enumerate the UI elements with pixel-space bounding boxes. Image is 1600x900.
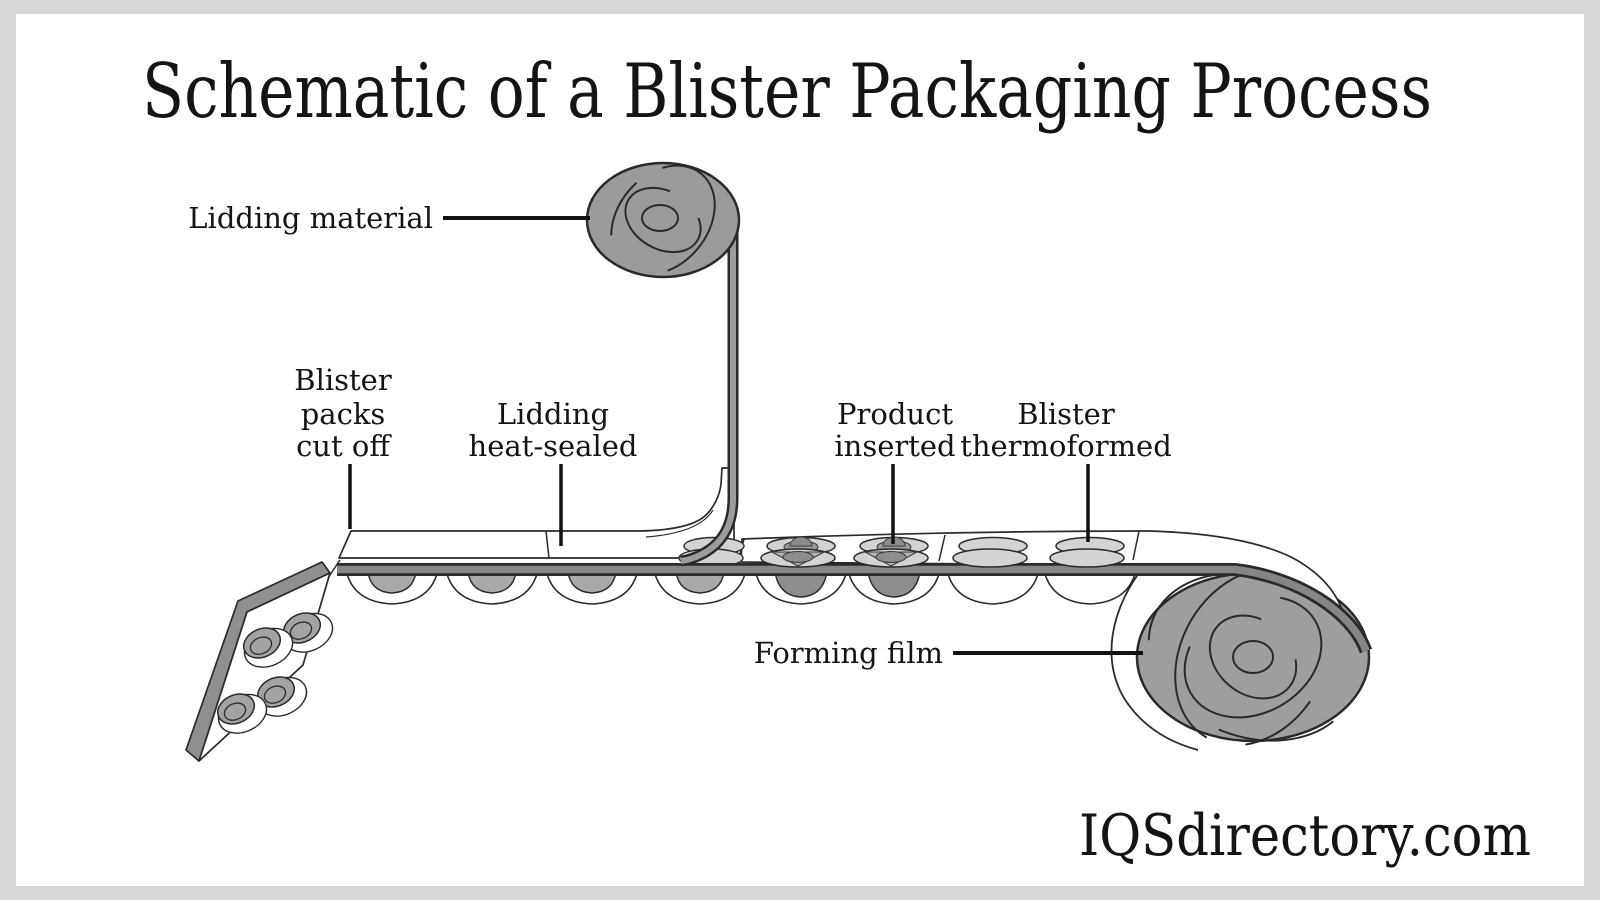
lidding-material-assembly: [585, 161, 741, 567]
blister-bump-dome: [567, 571, 617, 594]
blister-bump-outline: [754, 569, 848, 605]
label-line: Lidding: [497, 397, 609, 431]
label-line: packs: [301, 397, 386, 431]
blister-dome: [216, 693, 256, 725]
blister-bump-outline: [653, 569, 747, 605]
card-blister-2: [242, 627, 294, 668]
labels: Lidding material Forming film Blister pa…: [188, 201, 1172, 670]
product-bump-dome: [774, 571, 828, 598]
watermark-text: IQSdirectory.com: [1079, 803, 1531, 869]
blister-bump-dome: [467, 571, 517, 594]
label-line: heat-sealed: [469, 429, 638, 463]
card-blister-1: [282, 612, 334, 653]
roll-winding-ring: [1183, 595, 1323, 719]
label-lidding-heat-sealed: Lidding heat-sealed: [469, 397, 638, 463]
loose-film-edge: [1110, 559, 1199, 751]
lidding-roll-winding-ring: [624, 186, 702, 254]
blister-inner-ring: [249, 636, 273, 655]
roll-core: [1232, 640, 1274, 674]
diagram-canvas: [16, 14, 1584, 886]
product-pill: [782, 551, 814, 563]
sealed-surface-divider: [545, 530, 550, 559]
label-blister-packs-cut-off: Blister packs cut off: [294, 363, 392, 463]
label-line: thermoformed: [960, 429, 1172, 463]
empty-bump-outline: [946, 569, 1040, 605]
blister-bump-outline: [445, 569, 539, 605]
page-title: Schematic of a Blister Packaging Process: [142, 47, 1432, 135]
blister-inner-ring: [263, 685, 287, 704]
blister-strip: [327, 467, 1373, 654]
lidding-roll-core: [641, 204, 679, 232]
blister-bump-dome: [367, 571, 417, 594]
blister-bump-outline: [847, 569, 941, 605]
sealed-surface: [338, 467, 735, 559]
empty-bump-outline: [1043, 569, 1137, 605]
section-divider: [1132, 530, 1140, 561]
label-blister-thermoformed: Blister thermoformed: [960, 397, 1172, 463]
product-pill-dome: [789, 536, 813, 547]
section-divider: [938, 534, 946, 562]
blister-bump-outline: [345, 569, 439, 605]
blister-pocket: [952, 548, 1028, 568]
label-lidding-material: Lidding material: [188, 201, 433, 235]
blister-dome: [242, 627, 282, 659]
leader-lines: [348, 216, 1143, 655]
blister-inner-ring: [223, 702, 247, 721]
label-line: cut off: [296, 429, 392, 463]
blister-bump-outline: [545, 569, 639, 605]
product-inserted-section: [760, 536, 929, 568]
lidding-thickness-line: [645, 509, 714, 538]
label-product-inserted: Product inserted: [834, 397, 955, 463]
blister-bump-dome: [675, 571, 725, 594]
label-line: inserted: [834, 429, 955, 463]
blister-pocket: [1049, 548, 1125, 568]
product-bump-dome: [867, 571, 921, 598]
card-blister-4: [216, 693, 268, 734]
roll-winding-ring: [1208, 614, 1298, 700]
product-pill: [875, 551, 907, 563]
blister-inner-ring: [289, 621, 313, 640]
lidding-roll-face: [585, 161, 741, 279]
lidding-film-web: [680, 226, 736, 564]
label-line: Blister: [1017, 397, 1115, 431]
cut-blister-pack: [185, 561, 334, 762]
web-cut-edge: [327, 559, 341, 579]
label-forming-film: Forming film: [754, 636, 943, 670]
label-line: Product: [837, 397, 953, 431]
web-band: [337, 565, 1370, 653]
lidding-roll-winding-ring: [610, 164, 716, 276]
label-line: Blister: [294, 363, 392, 397]
blister-bumps: [345, 569, 1137, 605]
thermoformed-section: [952, 536, 1125, 568]
